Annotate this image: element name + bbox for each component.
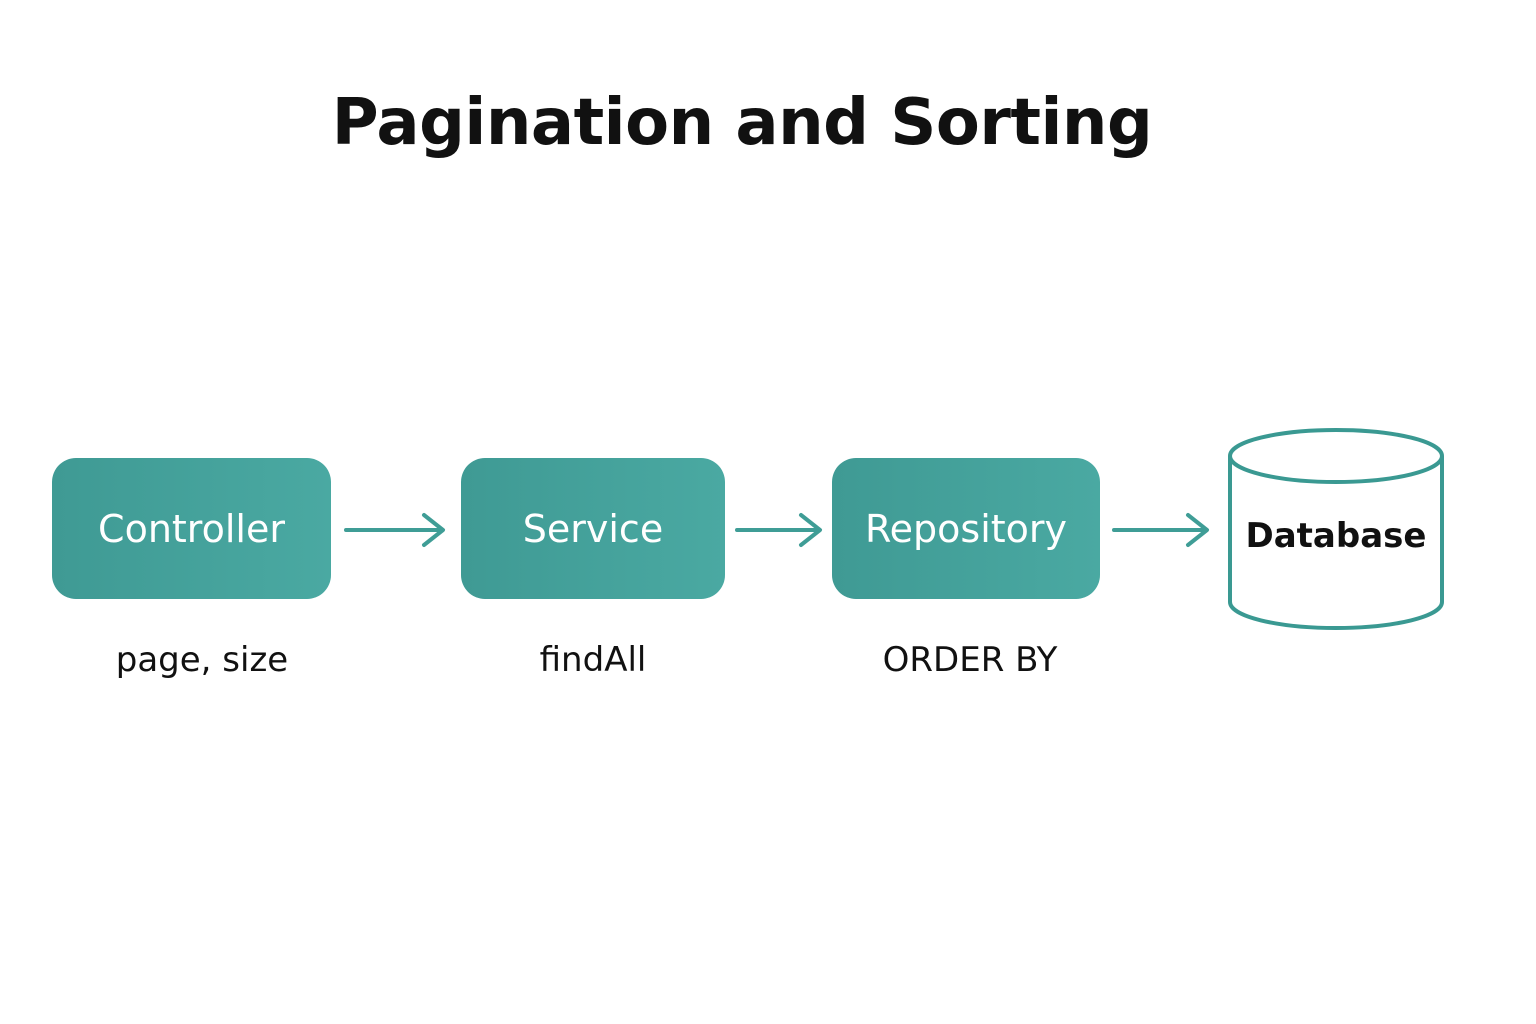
controller-note: page, size: [115, 640, 289, 680]
service-note: findAll: [539, 640, 647, 680]
repository-note: ORDER BY: [882, 640, 1058, 680]
edge-controller-to-service: [344, 513, 445, 547]
database-node-label: Database: [1245, 516, 1427, 556]
database-cylinder-icon: [1228, 428, 1444, 630]
service-node: Service: [461, 458, 725, 599]
edge-repository-to-database: [1112, 513, 1209, 547]
diagram-title: Pagination and Sorting: [331, 86, 1153, 160]
controller-node: Controller: [52, 458, 331, 599]
repository-node: Repository: [832, 458, 1100, 599]
edge-service-to-repository: [735, 513, 822, 547]
